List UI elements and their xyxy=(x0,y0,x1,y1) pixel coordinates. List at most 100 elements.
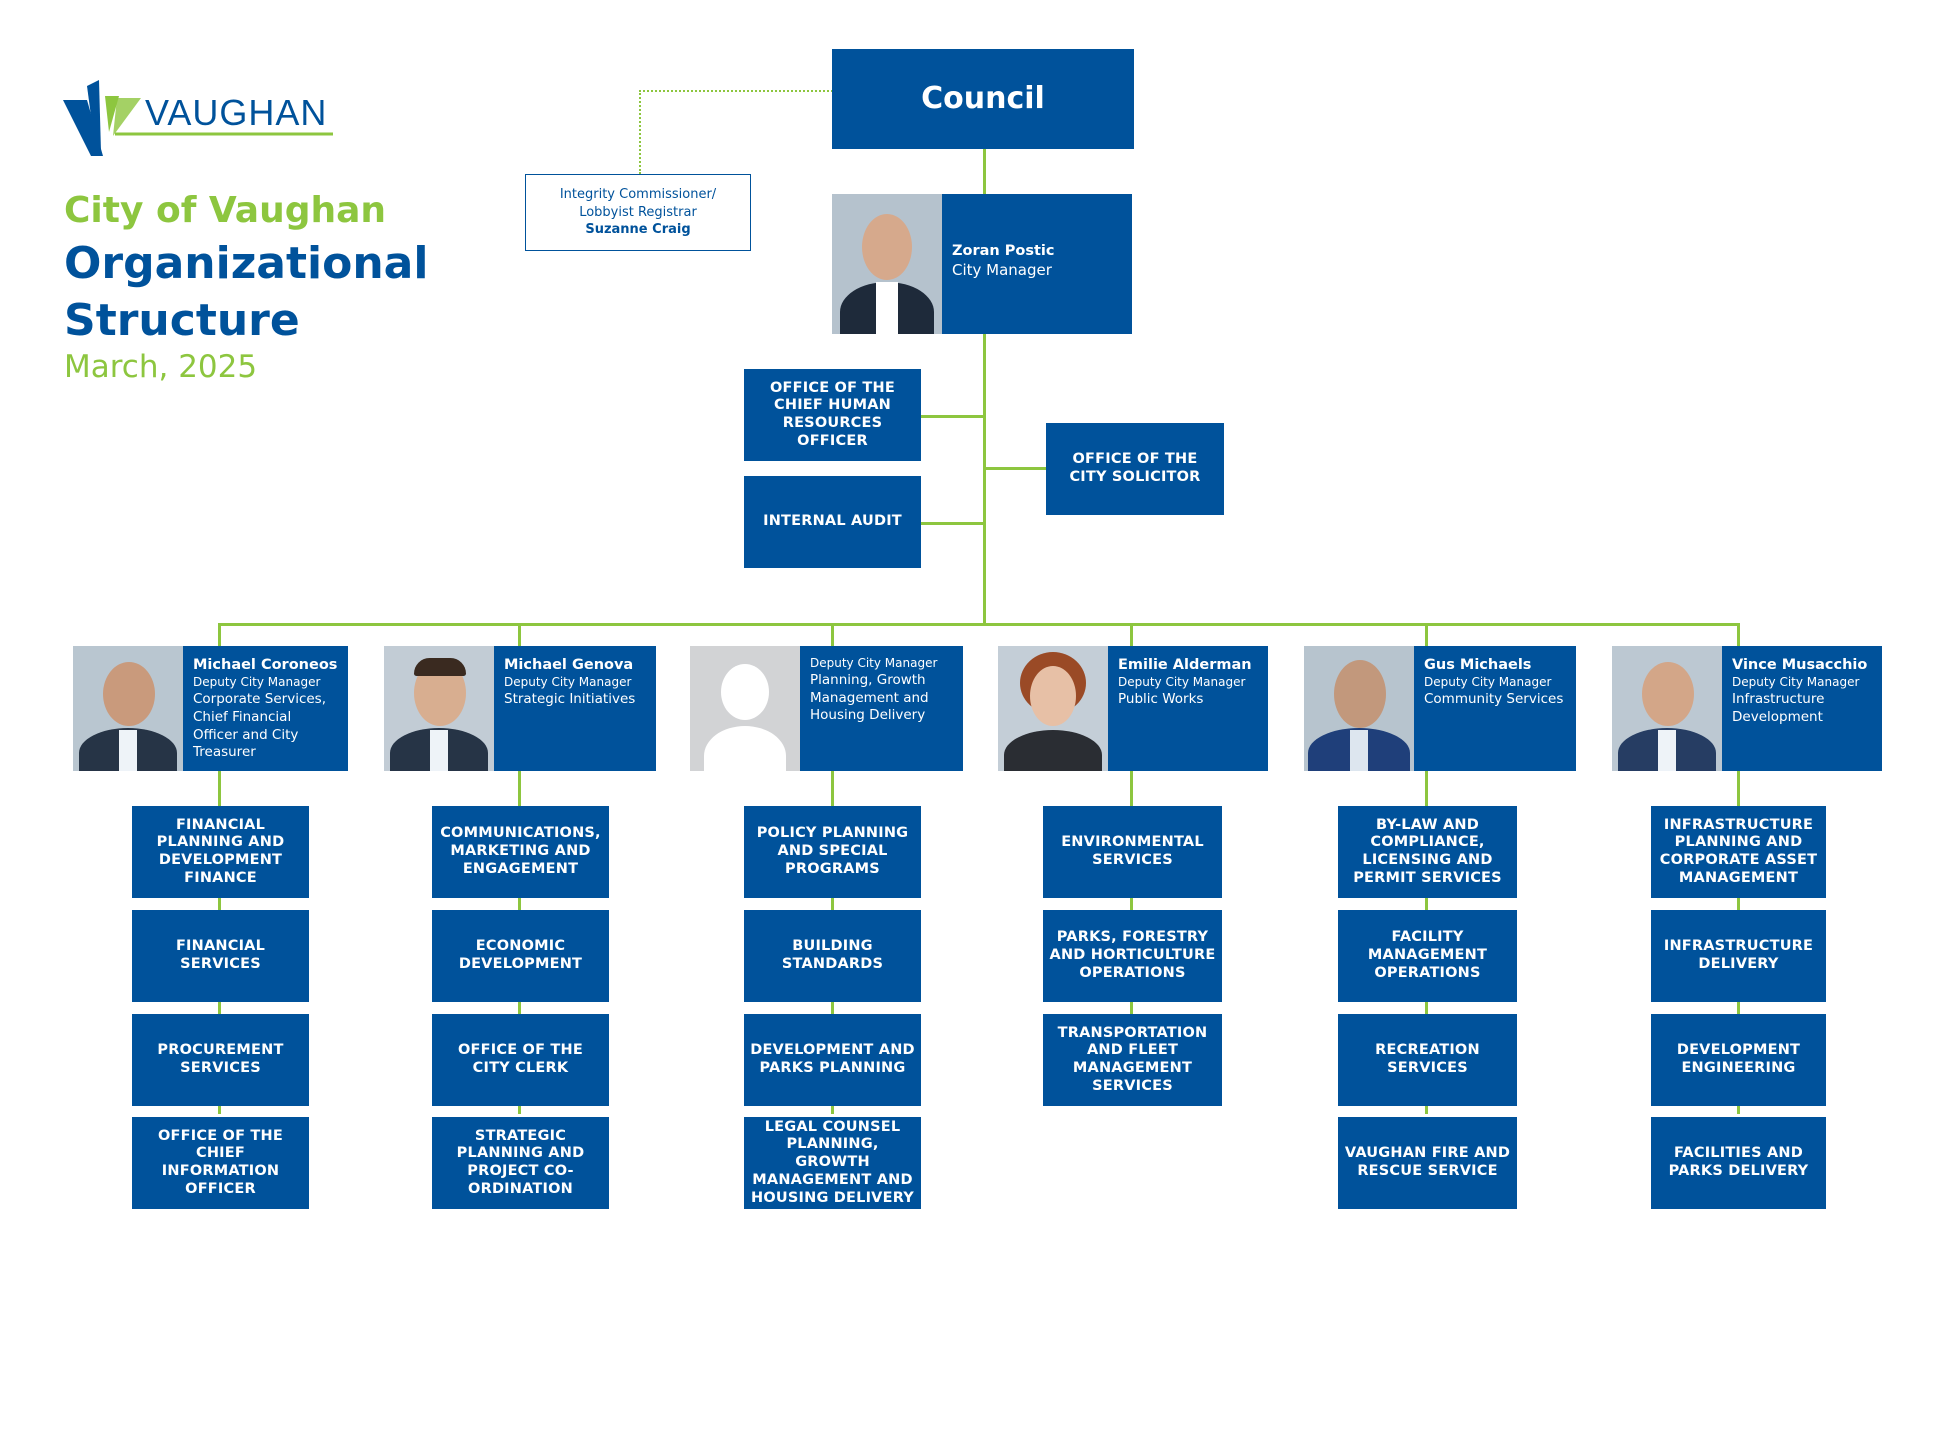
department-label: FACILITY MANAGEMENT OPERATIONS xyxy=(1367,929,1488,981)
deputy-role: Deputy City Manager xyxy=(810,656,938,670)
department-box: FACILITY MANAGEMENT OPERATIONS xyxy=(1338,910,1517,1002)
deputy-division: Public Works xyxy=(1118,690,1204,707)
department-label: PARKS, FORESTRY AND HORTICULTURE OPERATI… xyxy=(1049,929,1216,981)
department-box: FINANCIAL SERVICES xyxy=(132,910,309,1002)
city-solicitor-box: OFFICE OF THE CITY SOLICITOR xyxy=(1046,423,1224,515)
department-box: STRATEGIC PLANNING AND PROJECT CO-ORDINA… xyxy=(432,1117,609,1209)
dotted-connector-vertical xyxy=(639,90,641,174)
department-label: ECONOMIC DEVELOPMENT xyxy=(458,938,583,972)
deputy-photo xyxy=(73,646,183,771)
internal-audit-box: INTERNAL AUDIT xyxy=(744,476,921,568)
department-label: FINANCIAL SERVICES xyxy=(175,938,266,972)
department-box: FACILITIES AND PARKS DELIVERY xyxy=(1651,1117,1826,1209)
deputy-name: Gus Michaels xyxy=(1424,657,1532,673)
deputy-card-community-services: Gus Michaels Deputy City Manager Communi… xyxy=(1304,646,1576,771)
department-label: OFFICE OF THE CITY CLERK xyxy=(458,1042,583,1076)
connector-drop xyxy=(518,623,521,646)
department-label: COMMUNICATIONS, MARKETING AND ENGAGEMENT xyxy=(440,825,601,877)
deputy-photo xyxy=(1612,646,1722,771)
department-label: LEGAL COUNSEL PLANNING, GROWTH MANAGEMEN… xyxy=(751,1118,914,1206)
internal-audit-label: INTERNAL AUDIT xyxy=(763,513,902,530)
deputy-card-planning-growth: Deputy City Manager Planning, Growth Man… xyxy=(690,646,963,771)
deputy-name: Emilie Alderman xyxy=(1118,657,1252,673)
city-solicitor-label: OFFICE OF THE CITY SOLICITOR xyxy=(1069,451,1201,485)
department-label: FACILITIES AND PARKS DELIVERY xyxy=(1668,1145,1809,1179)
connector-hr xyxy=(920,415,984,418)
council-box: Council xyxy=(832,49,1134,149)
deputy-card-public-works: Emilie Alderman Deputy City Manager Publ… xyxy=(998,646,1268,771)
deputy-name: Michael Genova xyxy=(504,657,634,673)
department-label: INFRASTRUCTURE DELIVERY xyxy=(1663,938,1814,972)
vaughan-logo: VAUGHAN xyxy=(63,76,353,160)
department-box: BUILDING STANDARDS xyxy=(744,910,921,1002)
deputy-photo xyxy=(998,646,1108,771)
connector-audit xyxy=(920,522,984,525)
placeholder-avatar xyxy=(690,646,800,771)
integrity-name: Suzanne Craig xyxy=(585,222,691,238)
department-label: PROCUREMENT SERVICES xyxy=(157,1042,284,1076)
department-box: ENVIRONMENTAL SERVICES xyxy=(1043,806,1222,898)
department-box: ECONOMIC DEVELOPMENT xyxy=(432,910,609,1002)
deputy-card-strategic-initiatives: Michael Genova Deputy City Manager Strat… xyxy=(384,646,656,771)
deputy-division: Planning, Growth Management and Housing … xyxy=(810,671,929,724)
title-city: City of Vaughan xyxy=(64,190,387,231)
deputy-division: Infrastructure Development xyxy=(1732,690,1825,725)
title-structure: Structure xyxy=(64,295,300,347)
department-label: DEVELOPMENT ENGINEERING xyxy=(1676,1042,1801,1076)
department-box: DEVELOPMENT ENGINEERING xyxy=(1651,1014,1826,1106)
department-box: OFFICE OF THE CITY CLERK xyxy=(432,1014,609,1106)
connector-main-trunk xyxy=(983,334,986,626)
city-manager-role: City Manager xyxy=(952,261,1052,280)
integrity-title-line1: Integrity Commissioner/ xyxy=(559,187,717,202)
department-box: TRANSPORTATION AND FLEET MANAGEMENT SERV… xyxy=(1043,1014,1222,1106)
integrity-title-line2: Lobbyist Registrar xyxy=(579,204,697,220)
deputy-photo xyxy=(384,646,494,771)
connector-drop xyxy=(831,623,834,646)
department-box: PARKS, FORESTRY AND HORTICULTURE OPERATI… xyxy=(1043,910,1222,1002)
department-label: FINANCIAL PLANNING AND DEVELOPMENT FINAN… xyxy=(156,816,285,886)
page-title: City of Vaughan Organizational Structure… xyxy=(64,190,428,385)
department-box: BY-LAW AND COMPLIANCE, LICENSING AND PER… xyxy=(1338,806,1517,898)
logo-text: VAUGHAN xyxy=(145,92,328,133)
deputy-division: Strategic Initiatives xyxy=(504,690,636,707)
department-label: BY-LAW AND COMPLIANCE, LICENSING AND PER… xyxy=(1353,816,1502,886)
deputy-name: Vince Musacchio xyxy=(1732,657,1868,673)
vaughan-logo-icon xyxy=(63,80,333,156)
connector-drop xyxy=(1425,623,1428,646)
department-box: INFRASTRUCTURE PLANNING AND CORPORATE AS… xyxy=(1651,806,1826,898)
connector-drop xyxy=(1130,623,1133,646)
deputy-role: Deputy City Manager xyxy=(1118,675,1246,690)
deputy-division: Community Services xyxy=(1424,690,1564,707)
department-box: VAUGHAN FIRE AND RESCUE SERVICE xyxy=(1338,1117,1517,1209)
deputy-role: Deputy City Manager xyxy=(193,675,321,690)
department-box: FINANCIAL PLANNING AND DEVELOPMENT FINAN… xyxy=(132,806,309,898)
city-manager-name: Zoran Postic xyxy=(952,243,1055,259)
deputy-name: Michael Coroneos xyxy=(193,657,338,673)
department-box: INFRASTRUCTURE DELIVERY xyxy=(1651,910,1826,1002)
department-label: BUILDING STANDARDS xyxy=(781,938,884,972)
department-box: PROCUREMENT SERVICES xyxy=(132,1014,309,1106)
connector-drop xyxy=(218,623,221,646)
department-label: OFFICE OF THE CHIEF INFORMATION OFFICER xyxy=(158,1127,283,1197)
department-label: POLICY PLANNING AND SPECIAL PROGRAMS xyxy=(756,825,909,877)
deputy-card-corporate-services: Michael Coroneos Deputy City Manager Cor… xyxy=(73,646,348,771)
department-label: VAUGHAN FIRE AND RESCUE SERVICE xyxy=(1344,1145,1511,1179)
deputy-card-infrastructure-development: Vince Musacchio Deputy City Manager Infr… xyxy=(1612,646,1882,771)
department-box: LEGAL COUNSEL PLANNING, GROWTH MANAGEMEN… xyxy=(744,1117,921,1209)
title-date: March, 2025 xyxy=(64,349,258,386)
department-label: DEVELOPMENT AND PARKS PLANNING xyxy=(750,1042,915,1076)
dotted-connector xyxy=(639,90,833,92)
department-label: ENVIRONMENTAL SERVICES xyxy=(1061,834,1204,868)
deputy-role: Deputy City Manager xyxy=(1732,675,1860,690)
integrity-commissioner-box: Integrity Commissioner/ Lobbyist Registr… xyxy=(525,174,751,251)
deputy-photo xyxy=(1304,646,1414,771)
connector-drop xyxy=(1737,623,1740,646)
department-label: RECREATION SERVICES xyxy=(1375,1042,1480,1076)
department-box: POLICY PLANNING AND SPECIAL PROGRAMS xyxy=(744,806,921,898)
department-label: STRATEGIC PLANNING AND PROJECT CO-ORDINA… xyxy=(456,1127,585,1197)
connector-council-cm xyxy=(983,149,986,195)
deputy-division: Corporate Services, Chief Financial Offi… xyxy=(193,690,326,761)
department-box: DEVELOPMENT AND PARKS PLANNING xyxy=(744,1014,921,1106)
deputy-role: Deputy City Manager xyxy=(504,675,632,690)
city-manager-photo xyxy=(832,194,942,334)
